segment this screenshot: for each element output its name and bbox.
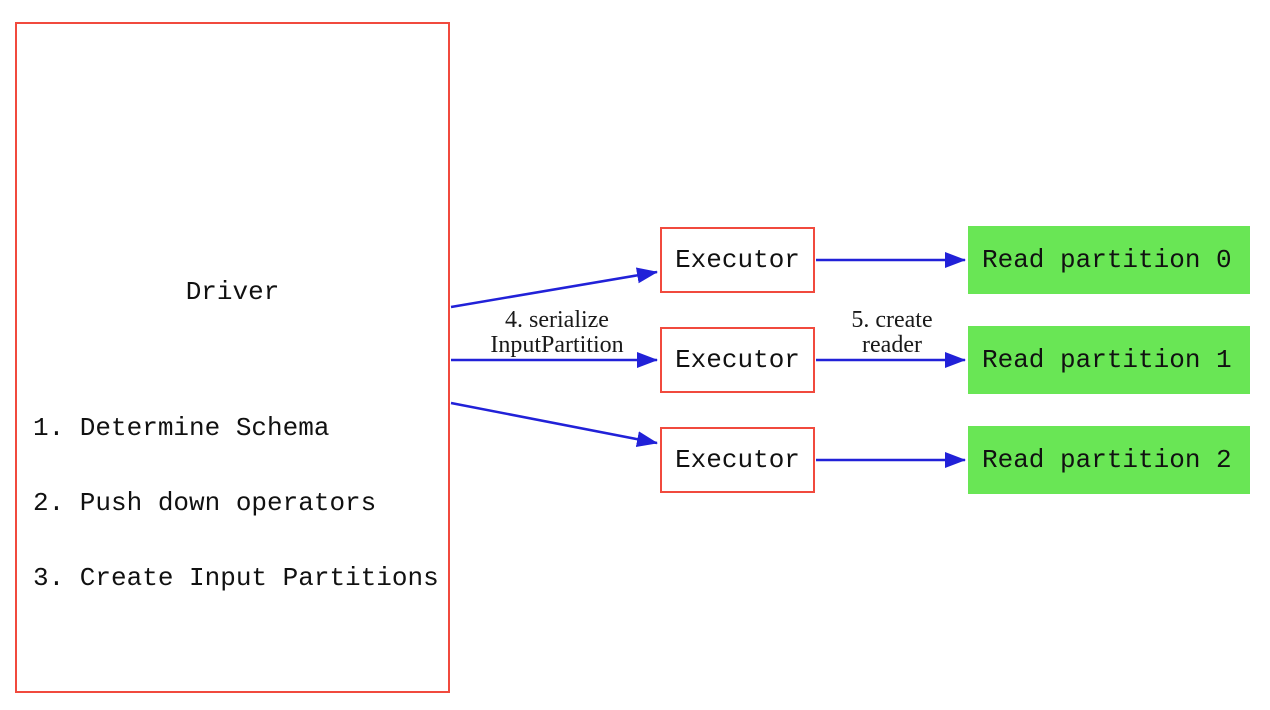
arrow-driver-to-executor-1	[450, 267, 658, 309]
read-partition-box-0: Read partition 0	[968, 226, 1250, 294]
executor-label-2: Executor	[675, 345, 800, 375]
read-partition-box-2: Read partition 2	[968, 426, 1250, 494]
reader-label-line2: reader	[862, 332, 922, 358]
read-partition-label-1: Read partition 1	[982, 345, 1232, 375]
executor-box-3: Executor	[660, 427, 815, 493]
driver-step-1: 1. Determine Schema	[33, 413, 330, 443]
read-partition-label-0: Read partition 0	[982, 245, 1232, 275]
serialize-inputpartition-label: 4. serialize InputPartition	[447, 308, 667, 358]
executor-box-2: Executor	[660, 327, 815, 393]
executor-box-1: Executor	[660, 227, 815, 293]
read-partition-box-1: Read partition 1	[968, 326, 1250, 394]
driver-box	[15, 22, 450, 693]
read-partition-label-2: Read partition 2	[982, 445, 1232, 475]
executor-label-1: Executor	[675, 245, 800, 275]
create-reader-label: 5. create reader	[822, 308, 962, 358]
driver-steps-list: 1. Determine Schema 2. Push down operato…	[33, 366, 445, 641]
driver-step-3: 3. Create Input Partitions	[33, 563, 439, 593]
driver-title: Driver	[185, 277, 280, 307]
arrow-driver-to-executor-3	[450, 401, 658, 448]
driver-step-2: 2. Push down operators	[33, 488, 377, 518]
reader-label-line1: 5. create	[851, 307, 933, 333]
serialize-label-line1: 4. serialize	[505, 307, 609, 333]
serialize-label-line2: InputPartition	[490, 332, 624, 358]
executor-label-3: Executor	[675, 445, 800, 475]
